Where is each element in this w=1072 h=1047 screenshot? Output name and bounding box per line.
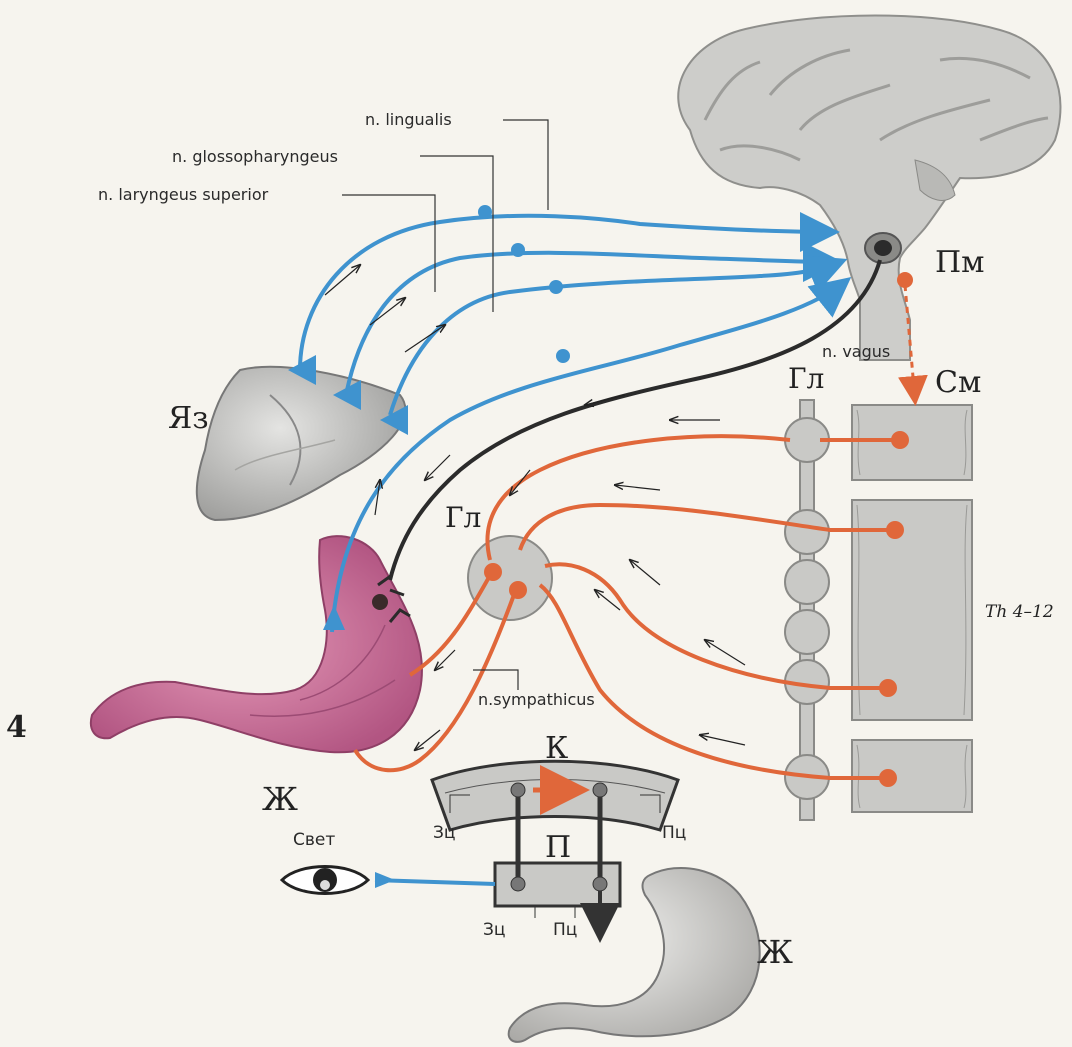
label-stomach-bottom: Ж [757,933,793,971]
label-food-center-k: Пц [662,823,686,843]
sympathetic-nerves [355,436,900,778]
label-n-lingualis: n. lingualis [365,110,452,129]
label-light: Свет [293,830,335,850]
label-cond-center-k: Зц [433,823,455,843]
label-subcortex: П [545,830,571,865]
cortex-arc [432,761,678,830]
spinal-cord [852,405,972,812]
sympathetic-chain [785,400,829,820]
label-ganglion-chain: Гл [788,362,824,395]
label-ganglion-celiac: Гл [445,501,481,534]
figure-number: 4 [6,710,27,745]
label-n-vagus: n. vagus [822,342,890,361]
label-n-sympathicus: n.sympathicus [478,690,595,709]
eye-icon [282,867,495,894]
label-tongue: Яз [168,401,209,436]
label-food-center-p: Пц [553,920,577,940]
label-spinal-cord: См [935,365,981,400]
label-medulla: Пм [935,245,985,280]
stomach [91,536,422,752]
label-cond-center-p: Зц [483,920,505,940]
label-n-laryngeus-superior: n. laryngeus superior [98,185,269,204]
brain [678,16,1060,361]
label-cortex: К [545,731,568,766]
label-stomach: Ж [262,780,298,818]
label-n-glossopharyngeus: n. glossopharyngeus [172,147,338,166]
label-segment: Th 4–12 [985,602,1054,622]
